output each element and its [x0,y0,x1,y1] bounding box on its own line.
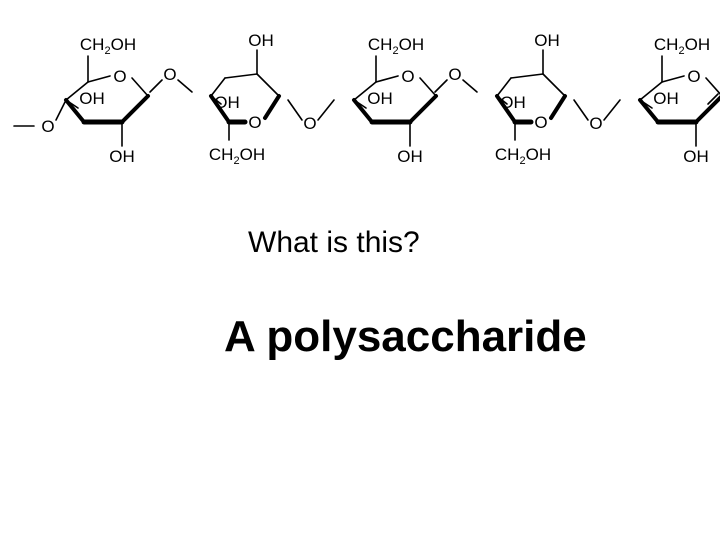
ring-oxygen-label: O [113,67,126,86]
ring-bond-bold [495,94,517,124]
chain-start-oxygen-label: O [41,117,54,136]
ring-bond-bold [352,98,374,124]
ring-bond [256,73,280,97]
ring-bond [496,77,512,97]
ring-bond [419,77,437,97]
substituent-label-top: CH2OH [80,35,136,57]
glycosidic-oxygen-label: O [589,114,602,133]
substituent-bond [65,99,79,109]
ring-bond [639,81,663,101]
hydroxyl-label-bottom: OH [397,147,423,166]
ring-bond-bold [638,98,660,124]
ring-oxygen-label: O [248,113,261,132]
ring-bond [705,77,720,95]
ring-bond [375,75,399,83]
hydroxyl-label-bottom: OH [109,147,135,166]
chain-start-link [55,99,67,121]
glycosidic-bond [177,79,193,93]
glycosidic-oxygen-label: O [303,114,316,133]
ring-bond-bold [120,94,150,124]
hydroxyl-label-inner: OH [214,93,240,112]
ring-bond [65,81,89,101]
glycosidic-bond [573,99,589,121]
substituent-bond [496,95,508,105]
hydroxyl-label-inner: OH [367,89,393,108]
cellulose-structure-diagram: O CH2OH O OH OH OH O OH CH2OH CH2OH O OH OH OH O OH CH2O… [13,31,720,167]
question-text: What is this? [248,226,420,259]
ring-oxygen-label: O [534,113,547,132]
ring-bond [131,77,149,97]
substituent-bond [210,95,222,105]
substituent-label-bottom: CH2OH [495,145,551,167]
substituent-label-top: CH2OH [368,35,424,57]
ring-bond [510,73,544,79]
ring-bond-bold [64,98,86,124]
glycosidic-bond [317,99,335,121]
hydroxyl-label-bottom: OH [683,147,709,166]
ring-bond-bold [549,94,567,120]
substituent-bond [353,99,367,109]
ring-bond [353,81,377,101]
glycosidic-bond [603,99,621,121]
answer-text: A polysaccharide [224,312,587,361]
substituent-label-bottom: CH2OH [209,145,265,167]
hydroxyl-label-inner: OH [79,89,105,108]
ring-bond-bold [263,94,281,120]
ring-bond-bold [694,95,720,124]
ring-bond [661,75,685,83]
ring-bond-bold [209,94,231,124]
substituent-bond [639,99,653,109]
ring-oxygen-label: O [687,67,700,86]
ring-oxygen-label: O [401,67,414,86]
hydroxyl-label-inner: OH [500,93,526,112]
ring-bond [210,77,226,97]
glycosidic-oxygen-label: O [163,65,176,84]
glycosidic-bond [434,79,448,93]
chain-end-bond [707,93,719,105]
hydroxyl-label-inner: OH [653,89,679,108]
glycosidic-bond [149,79,163,93]
ring-bond-bold [408,94,438,124]
ring-bond [87,75,111,83]
ring-bond [224,73,258,79]
hydroxyl-label-top: OH [248,31,274,50]
glycosidic-oxygen-label: O [448,65,461,84]
hydroxyl-label-top: OH [534,31,560,50]
glycosidic-bond [462,79,478,93]
ring-bond [542,73,566,97]
substituent-label-top: CH2OH [654,35,710,57]
glycosidic-bond [287,99,303,121]
